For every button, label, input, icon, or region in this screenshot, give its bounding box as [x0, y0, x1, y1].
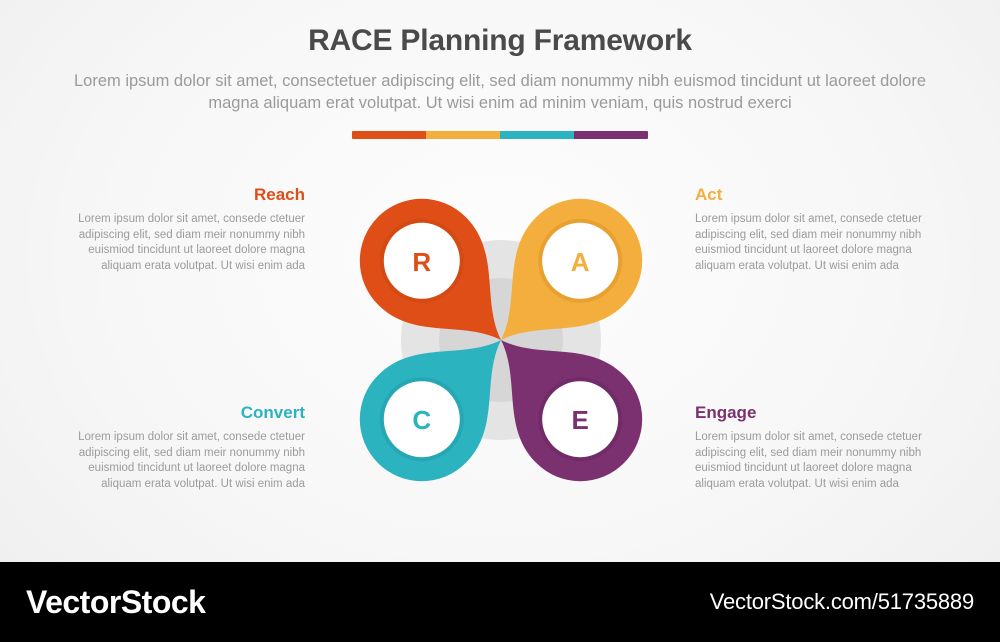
colorbar-segment-reach	[352, 131, 426, 139]
petal-disc-convert	[383, 381, 460, 458]
petal-letter-engage: E	[572, 405, 589, 435]
petal-engage[interactable]: E	[457, 296, 668, 507]
section-heading-engage: Engage	[695, 403, 757, 422]
petal-letter-convert: C	[412, 405, 431, 435]
section-heading-convert: Convert	[240, 403, 305, 422]
section-heading-reach: Reach	[253, 185, 305, 204]
section-body-engage: Lorem ipsum dolor sit amet, consede ctet…	[695, 431, 922, 490]
section-text-convert: Convert Lorem ipsum dolor sit amet, cons…	[75, 403, 305, 492]
petal-letter-act: A	[571, 247, 590, 277]
petal-reach[interactable]: R	[334, 173, 545, 384]
page-subtitle: Lorem ipsum dolor sit amet, consectetuer…	[73, 72, 927, 112]
vectorstock-logo: VectorStock	[26, 583, 206, 620]
petal-disc-act	[542, 222, 619, 299]
section-text-reach: Reach Lorem ipsum dolor sit amet, consed…	[75, 185, 305, 274]
petal-act[interactable]: A	[457, 173, 668, 384]
watermark-footer: VectorStock VectorStock.com/51735889	[0, 562, 1000, 642]
vectorstock-url: VectorStock.com/51735889	[709, 589, 974, 614]
petal-disc-engage	[542, 381, 619, 458]
petal-disc-reach	[383, 222, 460, 299]
section-body-act: Lorem ipsum dolor sit amet, consede ctet…	[695, 213, 922, 272]
section-text-act: Act Lorem ipsum dolor sit amet, consede …	[695, 185, 925, 274]
section-heading-act: Act	[695, 185, 723, 204]
colorbar-segment-act	[426, 131, 500, 139]
page-title: RACE Planning Framework	[308, 24, 692, 57]
race-pinwheel-diagram: R A C	[330, 165, 675, 515]
colorbar-segment-convert	[500, 131, 574, 139]
petal-letter-reach: R	[412, 247, 431, 277]
petal-convert[interactable]: C	[334, 296, 545, 507]
section-body-convert: Lorem ipsum dolor sit amet, consede ctet…	[78, 431, 305, 490]
section-text-engage: Engage Lorem ipsum dolor sit amet, conse…	[695, 403, 925, 492]
section-body-reach: Lorem ipsum dolor sit amet, consede ctet…	[78, 213, 305, 272]
color-divider-bar	[352, 131, 648, 139]
colorbar-segment-engage	[574, 131, 648, 139]
